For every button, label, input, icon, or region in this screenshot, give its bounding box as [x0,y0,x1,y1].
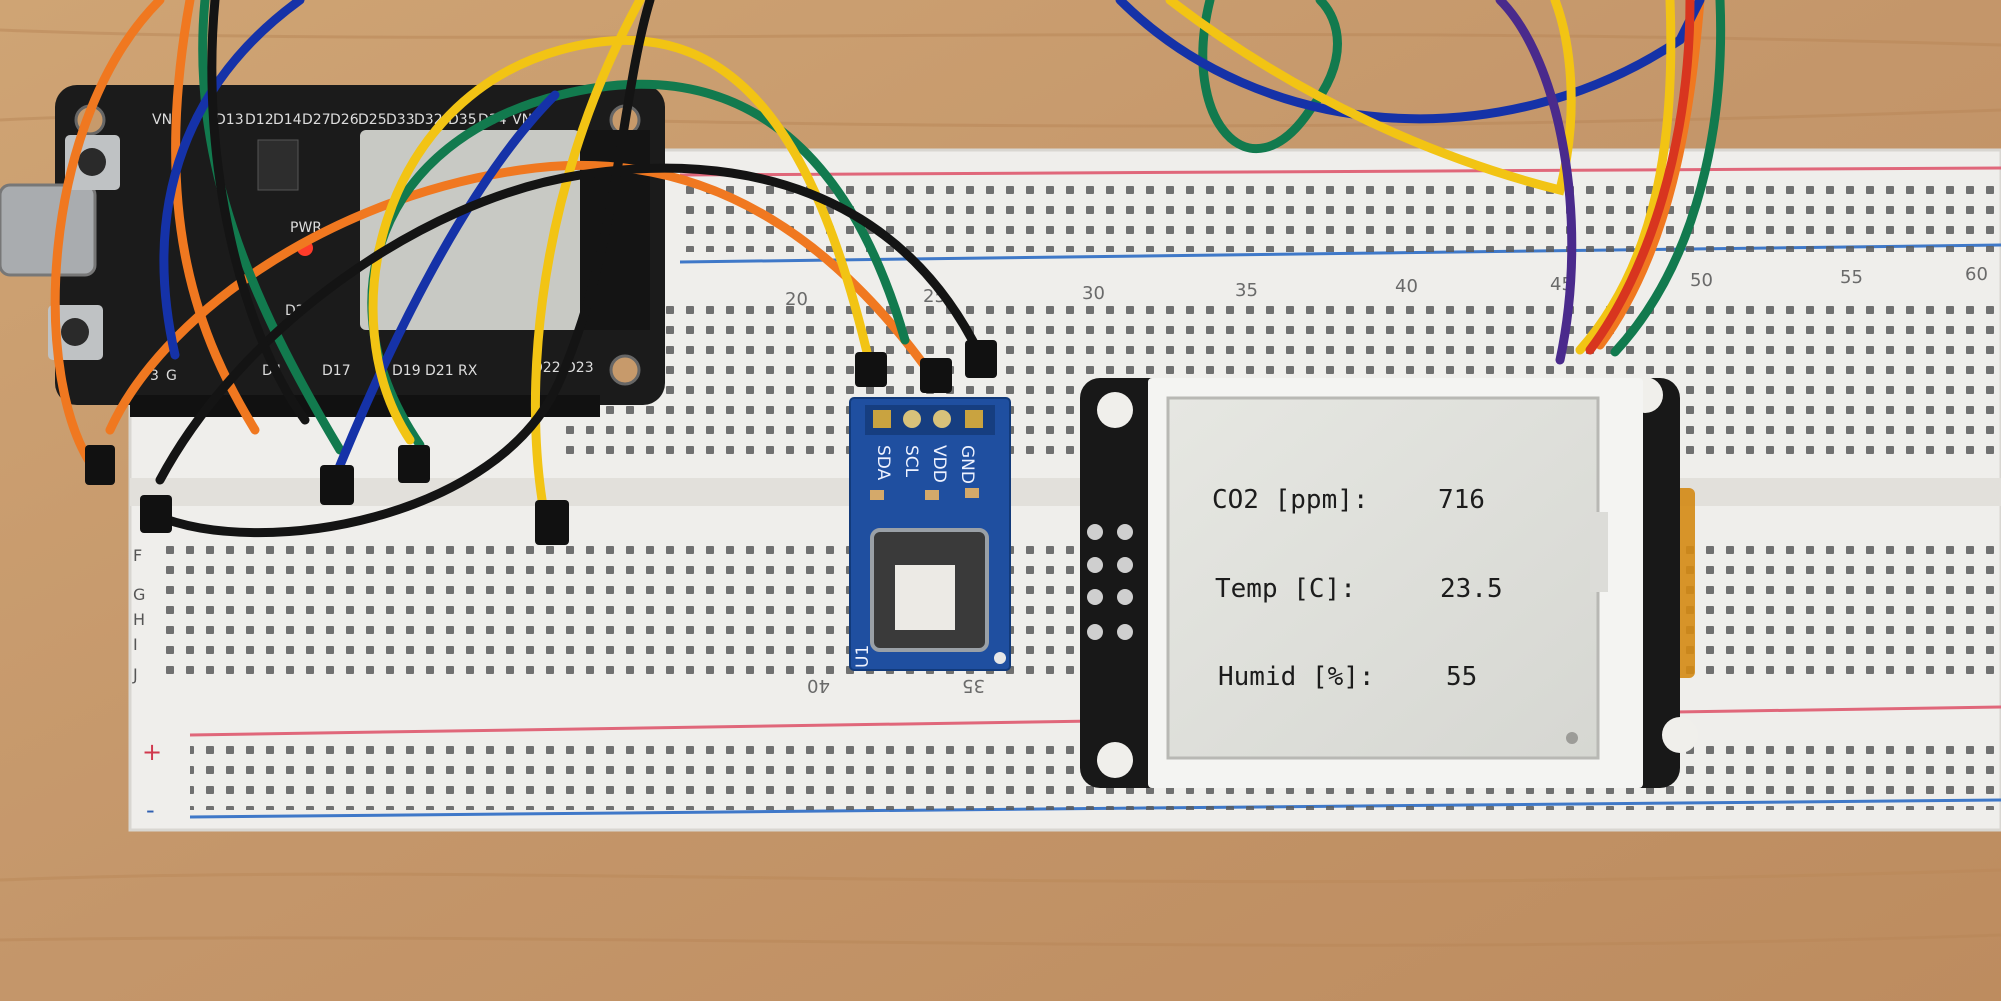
jumper-wire-orange [50,0,165,475]
jumper-wire-yellow [530,0,645,545]
ruler-number: 40 [1395,276,1418,297]
display-header-pins [1087,524,1133,640]
pin-label: RX [458,363,478,379]
rail-minus-sign: - [146,796,155,824]
pin-label-scl: SCL [901,445,921,478]
row-letters: F G H I J [132,546,145,684]
jumper-wire-black [150,0,655,538]
ruler-number: 50 [1690,270,1713,291]
pin-label: D12 [245,112,274,128]
top-power-rail [679,166,2001,264]
smd-component [965,488,979,498]
jumper-wires [50,0,1726,545]
pin-label: D17 [322,363,351,379]
jumper-wire-orange [105,160,940,435]
pin-label: D25 [358,112,387,128]
humidity-label: Humid [%]: [1218,662,1375,692]
jumper-wire-orange [171,0,260,435]
usb-c-port [0,183,97,277]
ruler-number: 20 [785,289,808,310]
bottom-ruler: 40 35 [807,675,985,696]
mount-hole [609,354,641,386]
pin-label: D26 [330,112,359,128]
pin-label: D27 [302,112,331,128]
smd-component [870,490,884,500]
jumper-wire-green [1198,0,1342,153]
jumper-wire-blue [159,0,305,360]
eink-display-module: CO2 [ppm]: 716 Temp [C]: 23.5 Humid [%]:… [1080,377,1698,788]
power-led-label: PWR [290,220,322,236]
jumper-wire-yellow [1575,0,1676,355]
pin-label: D21 [425,363,454,379]
mount-hole [1097,392,1133,428]
pin-label: 3 [150,368,159,384]
ruler-number: 35 [1235,280,1258,301]
pin-label: D14 [273,112,302,128]
mount-hole [1097,742,1133,778]
jumper-wire-orange [1595,0,1705,350]
pin-label: D33 [386,112,415,128]
jumper-wire-yellow [1165,0,1576,196]
temp-value: 23.5 [1440,574,1503,604]
jumper-wire-black [207,0,310,425]
mount-hole [1662,717,1698,753]
pin-label: VN [152,112,172,128]
co2-sensor-board: SDA SCL VDD GND U1 [849,397,1011,671]
row-letter: J [132,665,138,684]
jumper-wire-red [1585,0,1695,355]
pin-label-sda: SDA [873,445,893,481]
eink-screen [1166,396,1600,760]
voltage-regulator [257,139,299,191]
jumper-wire-yellow [368,35,875,445]
ruler-number: 30 [1082,283,1105,304]
jumper-wire-green [1610,0,1726,357]
row-letter: G [133,585,145,604]
jumper-wire-blue [325,90,560,495]
esp32-top-header: VN D13 D12 D14 D27 D26 D25 D33 D32 D35 D… [152,112,532,128]
rail-plus-sign: + [142,738,162,766]
pin-label-vdd: VDD [929,445,949,483]
pin-label-gnd: GND [957,445,977,484]
jumper-wire-green [198,0,345,455]
pin-label: D23 [565,360,594,376]
row-letter: F [133,546,142,565]
co2-label: CO2 [ppm]: [1212,485,1369,515]
jumper-wire-blue [1115,0,1705,124]
wire-connectors [85,340,997,545]
row-letter: I [133,635,138,654]
sensor-header-pins [865,405,995,435]
temp-label: Temp [C]: [1215,574,1356,604]
pin-label: D35 [448,112,477,128]
ruler-number: 55 [1840,267,1863,288]
humidity-value: 55 [1446,662,1477,692]
row-letter: H [133,610,145,629]
ruler-number: 35 [962,675,985,696]
ruler-number: 40 [807,675,830,696]
pin-label: G [166,368,177,384]
ruler-number: 60 [1965,264,1988,285]
co2-value: 716 [1438,485,1485,515]
sensor-board-id: U1 [853,645,873,668]
smd-component [925,490,939,500]
jumper-wire-purple [1495,0,1577,365]
pin-label: D13 [215,112,244,128]
pin-label: D19 [392,363,421,379]
